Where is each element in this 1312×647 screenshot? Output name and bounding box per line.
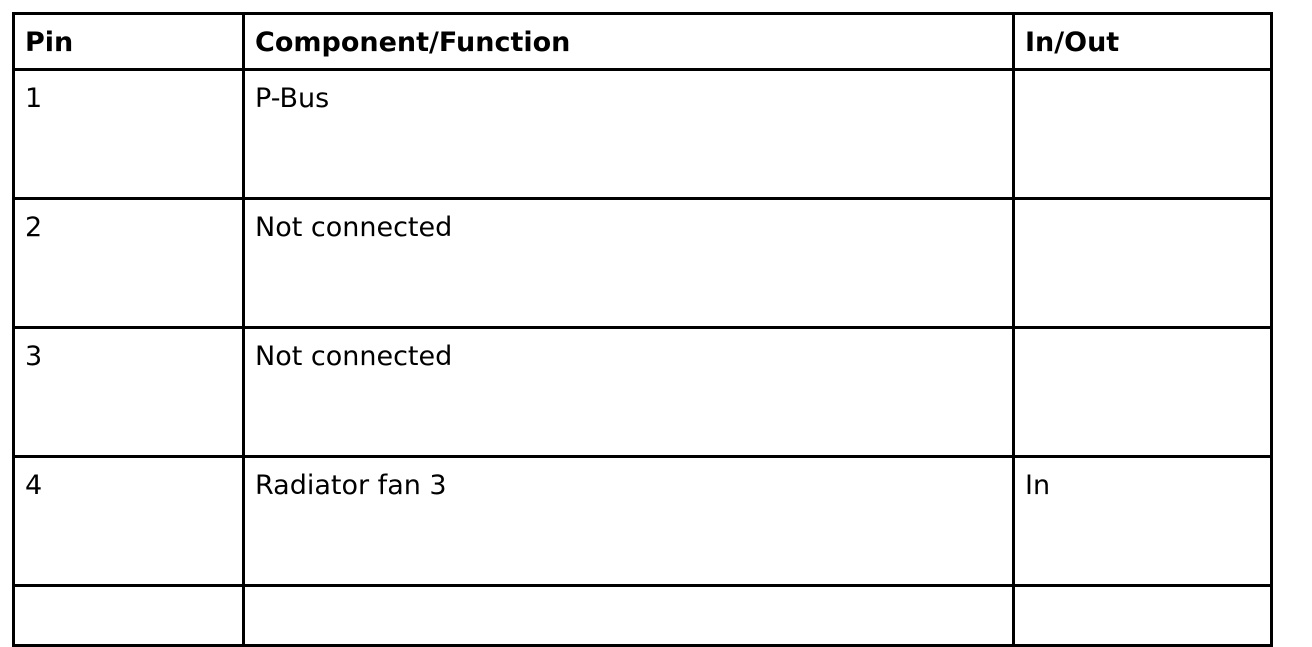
cell-function [242,584,1015,647]
cell-pin: 3 [12,326,245,458]
table-row: 3 Not connected [12,326,1273,458]
cell-function: P-Bus [242,68,1015,200]
cell-pin [12,584,245,647]
cell-direction [1012,584,1273,647]
table-row: 4 Radiator fan 3 In [12,455,1273,587]
cell-direction [1012,197,1273,329]
table-row: 2 Not connected [12,197,1273,329]
table-row: 1 P-Bus [12,68,1273,200]
cell-direction [1012,326,1273,458]
cell-pin: 2 [12,197,245,329]
header-in-out: In/Out [1012,12,1273,71]
cell-pin: 4 [12,455,245,587]
pin-assignment-table: Pin Component/Function In/Out 1 P-Bus 2 … [12,12,1273,647]
cell-pin: 1 [12,68,245,200]
table-header-row: Pin Component/Function In/Out [12,12,1273,71]
header-pin: Pin [12,12,245,71]
table-row [12,584,1273,647]
header-component-function: Component/Function [242,12,1015,71]
cell-function: Radiator fan 3 [242,455,1015,587]
cell-function: Not connected [242,197,1015,329]
cell-direction: In [1012,455,1273,587]
cell-direction [1012,68,1273,200]
cell-function: Not connected [242,326,1015,458]
